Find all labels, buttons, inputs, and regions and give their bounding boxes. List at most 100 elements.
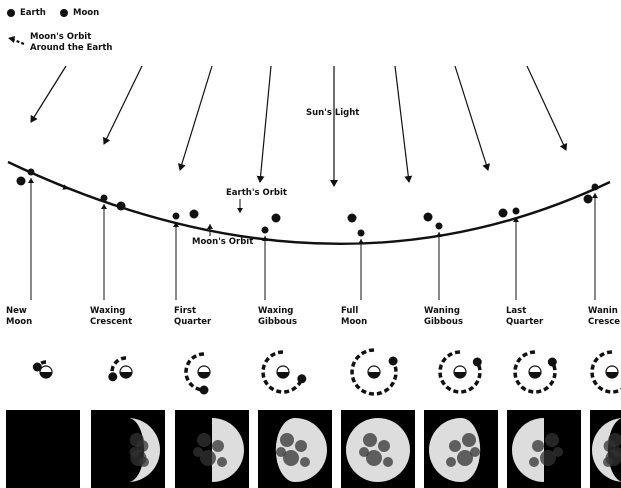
earth-shadow-1 [40, 372, 52, 378]
moon-photo-4 [258, 410, 332, 488]
moon-mare-5-5 [359, 447, 369, 457]
phase-label-4-line2: Gibbous [258, 317, 297, 328]
moon-mare-2-5 [129, 447, 139, 457]
earth-shadow-5 [368, 372, 380, 378]
moon-pos-7 [499, 209, 508, 218]
earth-pos-3 [173, 213, 180, 220]
phase-label-8-line1: Wanin [588, 306, 618, 317]
earth-pos-6 [436, 223, 443, 230]
sun-ray-1 [31, 66, 66, 122]
moon-mare-6-2 [449, 440, 461, 452]
earth-shadow-7 [529, 372, 541, 378]
phase-label-6-line1: Waning [424, 306, 460, 317]
phase-pointer-lines [31, 178, 595, 300]
earth-orbit-curve [8, 162, 610, 244]
earth-orbit-label: Earth's Orbit [226, 188, 287, 199]
earth-pos-7 [513, 208, 520, 215]
earth-pos-4 [262, 227, 269, 234]
phase-label-3-line2: Quarter [174, 317, 211, 328]
earth-shadow-6 [454, 372, 466, 378]
moon-photo-art-1 [6, 410, 80, 488]
moon-photo-8 [590, 410, 621, 488]
sun-ray-3 [180, 66, 212, 170]
earth-pos-8 [592, 184, 599, 191]
moon-mare-3-2 [212, 440, 224, 452]
earth-shadow-3 [198, 372, 210, 378]
moon-lit-5 [346, 418, 410, 482]
phase-label-6-line2: Gibbous [424, 317, 463, 328]
moon-mare-6-1 [462, 433, 476, 447]
sun-ray-2 [104, 66, 142, 144]
phase-label-4-line1: Waxing [258, 306, 293, 317]
orbit-diagram-7 [515, 352, 557, 392]
phase-label-3-line1: First [174, 306, 196, 317]
moon-pos-6 [424, 213, 433, 222]
sun-light-arrows [31, 66, 566, 186]
earth-pos-1 [28, 169, 35, 176]
moon-photo-art-3 [175, 410, 249, 488]
moon-mare-2-4 [139, 457, 149, 467]
legend-earth-label: Earth [20, 8, 46, 19]
moon-mare-4-1 [280, 433, 294, 447]
moon-photo-art-7 [507, 410, 581, 488]
moon-mare-7-2 [532, 440, 544, 452]
moon-photo-art-8 [590, 410, 621, 488]
legend-orbit-label-line2: Around the Earth [30, 43, 112, 54]
moon-pos-1 [17, 177, 26, 186]
moon-mare-5-1 [363, 433, 377, 447]
moon-icon-4 [297, 374, 306, 383]
earth-shadow-4 [277, 372, 289, 378]
moon-mare-6-5 [470, 447, 480, 457]
moon-mare-4-5 [276, 447, 286, 457]
sun-ray-7 [455, 66, 488, 170]
legend-earth-dot [7, 9, 15, 17]
moon-icon-7 [548, 358, 557, 367]
moon-photo-art-4 [258, 410, 332, 488]
orbit-diagram-4 [263, 352, 306, 392]
legend-orbit-arrow-icon [8, 36, 24, 44]
moon-icon-3 [200, 386, 209, 395]
phase-label-5-line1: Full [341, 306, 358, 317]
moon-mare-7-1 [545, 433, 559, 447]
sun-ray-4 [260, 66, 271, 182]
phase-label-7-line2: Quarter [506, 317, 543, 328]
sun-light-label: Sun's Light [306, 108, 359, 119]
moon-icon-6 [473, 358, 482, 367]
moon-mare-8-4 [603, 457, 613, 467]
legend-moon-dot [60, 9, 68, 17]
sun-ray-6 [395, 66, 409, 182]
phase-label-1-line1: New [6, 306, 27, 317]
moon-photo-1 [6, 410, 80, 488]
phase-label-2-line2: Crescent [90, 317, 132, 328]
moon-photo-art-2 [91, 410, 165, 488]
orbit-diagram-5 [352, 350, 398, 394]
moon-icon-5 [389, 357, 398, 366]
moon-photo-6 [424, 410, 498, 488]
phase-label-8-line2: Cresce [588, 317, 620, 328]
moon-photo-7 [507, 410, 581, 488]
orbit-diagram-1 [33, 362, 52, 378]
phase-label-7-line1: Last [506, 306, 526, 317]
moon-pos-4 [272, 214, 281, 223]
moon-mare-3-1 [197, 433, 211, 447]
moon-mare-4-4 [300, 457, 310, 467]
moon-mare-6-4 [446, 457, 456, 467]
phase-label-1-line2: Moon [6, 317, 32, 328]
moon-pos-3 [190, 210, 199, 219]
moon-mare-7-4 [529, 457, 539, 467]
moon-photo-art-5 [341, 410, 415, 488]
moon-mare-5-2 [378, 440, 390, 452]
moon-photo-3 [175, 410, 249, 488]
moon-mare-4-2 [295, 440, 307, 452]
orbit-diagram-3 [186, 354, 210, 395]
legend-moon-label: Moon [73, 8, 99, 19]
phase-label-2-line1: Waxing [90, 306, 125, 317]
moon-pos-5 [348, 214, 357, 223]
earth-shadow-2 [120, 372, 132, 378]
earth-shadow-8 [606, 372, 618, 378]
orbit-diagram-2 [108, 358, 132, 381]
moon-orbit-label: Moon's Orbit [192, 237, 253, 248]
phase-label-5-line2: Moon [341, 317, 367, 328]
legend-orbit-label-line1: Moon's Orbit [30, 32, 91, 43]
